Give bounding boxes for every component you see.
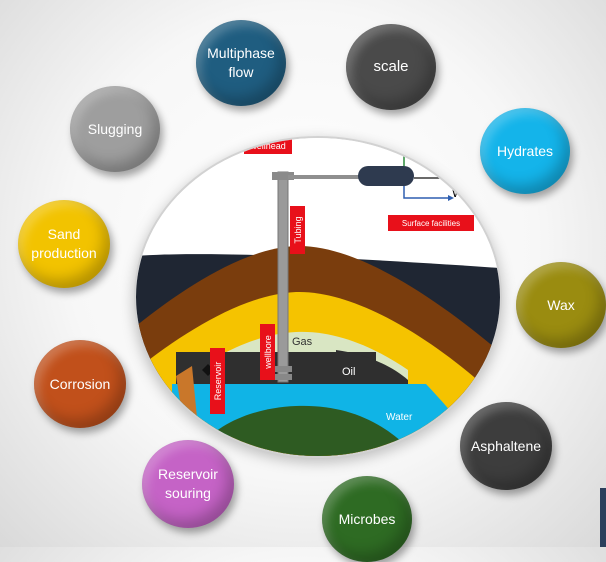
- bubble-microbes: Microbes: [322, 476, 412, 562]
- bubble-souring-line2: souring: [165, 485, 211, 501]
- fault-wedge: [176, 366, 198, 438]
- bubble-multiphase-flow: Multiphase flow: [196, 20, 286, 106]
- oil-zone-edge: [336, 350, 408, 384]
- reservoir-label: Reservoir: [210, 348, 225, 414]
- bubble-slugging-label: Slugging: [87, 120, 143, 137]
- flowline: [288, 175, 362, 179]
- bubble-corrosion: Corrosion: [34, 340, 126, 428]
- bubble-wax-label: Wax: [547, 296, 575, 313]
- oil-zone-label: Oil: [342, 366, 356, 378]
- water-arrow-icon: [448, 195, 454, 201]
- gas-zone-label: Gas: [292, 336, 313, 348]
- bubble-microbes-label: Microbes: [338, 510, 396, 527]
- well-diagram: wellhead Surface facilities Tubing wellb…: [134, 136, 502, 458]
- bubble-scale-label: scale: [373, 57, 409, 75]
- gas-outlet-line: [403, 147, 412, 166]
- separator-vessel: [358, 166, 414, 186]
- bubble-multiphase-line2: flow: [228, 64, 254, 80]
- bubble-sand-line1: Sand: [47, 226, 81, 243]
- wellbore-label: wellbore: [260, 324, 275, 380]
- bubble-sand-line2: production: [31, 245, 97, 261]
- basement-layer: [196, 405, 416, 456]
- tubing-label-text: Tubing: [292, 216, 303, 244]
- wellbore-label-text: wellbore: [262, 335, 273, 369]
- bubble-wax: Wax: [516, 262, 606, 348]
- packer-lower: [274, 374, 292, 380]
- wellhead-label-text: wellhead: [250, 141, 286, 151]
- corner-decoration: [600, 488, 606, 547]
- reservoir-label-text: Reservoir: [212, 361, 223, 401]
- bubble-hydrates-label: Hydrates: [496, 142, 554, 159]
- wellhead-label: wellhead: [244, 138, 292, 154]
- bubble-sand-production: Sand production: [18, 200, 110, 288]
- bubble-corrosion-label: Corrosion: [49, 375, 111, 392]
- surface-facilities-label-text: Surface facilities: [401, 218, 461, 228]
- bubble-souring-line1: Reservoir: [158, 466, 218, 483]
- well-casing: [277, 171, 289, 383]
- well-diagram-graphic: [136, 138, 500, 456]
- packer: [274, 366, 292, 372]
- bubble-scale: scale: [346, 24, 436, 110]
- water-zone-label: Water: [386, 412, 413, 423]
- bubble-multiphase-line1: Multiphase: [207, 45, 275, 62]
- wellhead-top: [272, 172, 294, 180]
- outlet-label: W: [452, 186, 464, 200]
- water-outlet-line: [403, 186, 448, 199]
- tubing-label: Tubing: [290, 206, 305, 254]
- surface-facilities-label: Surface facilities: [388, 215, 474, 231]
- bubble-slugging: Slugging: [70, 86, 160, 172]
